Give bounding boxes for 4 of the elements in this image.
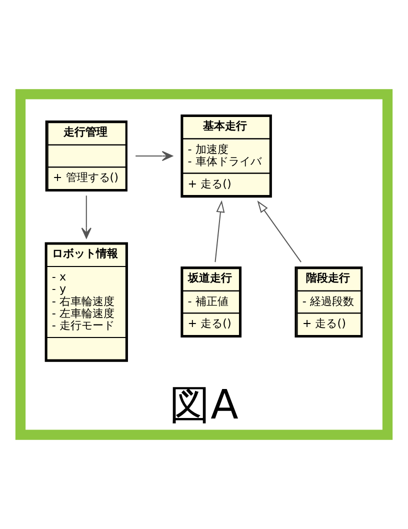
arrow — [214, 200, 225, 262]
arrow — [136, 150, 173, 162]
arrow — [257, 200, 302, 262]
arrow — [81, 196, 92, 239]
